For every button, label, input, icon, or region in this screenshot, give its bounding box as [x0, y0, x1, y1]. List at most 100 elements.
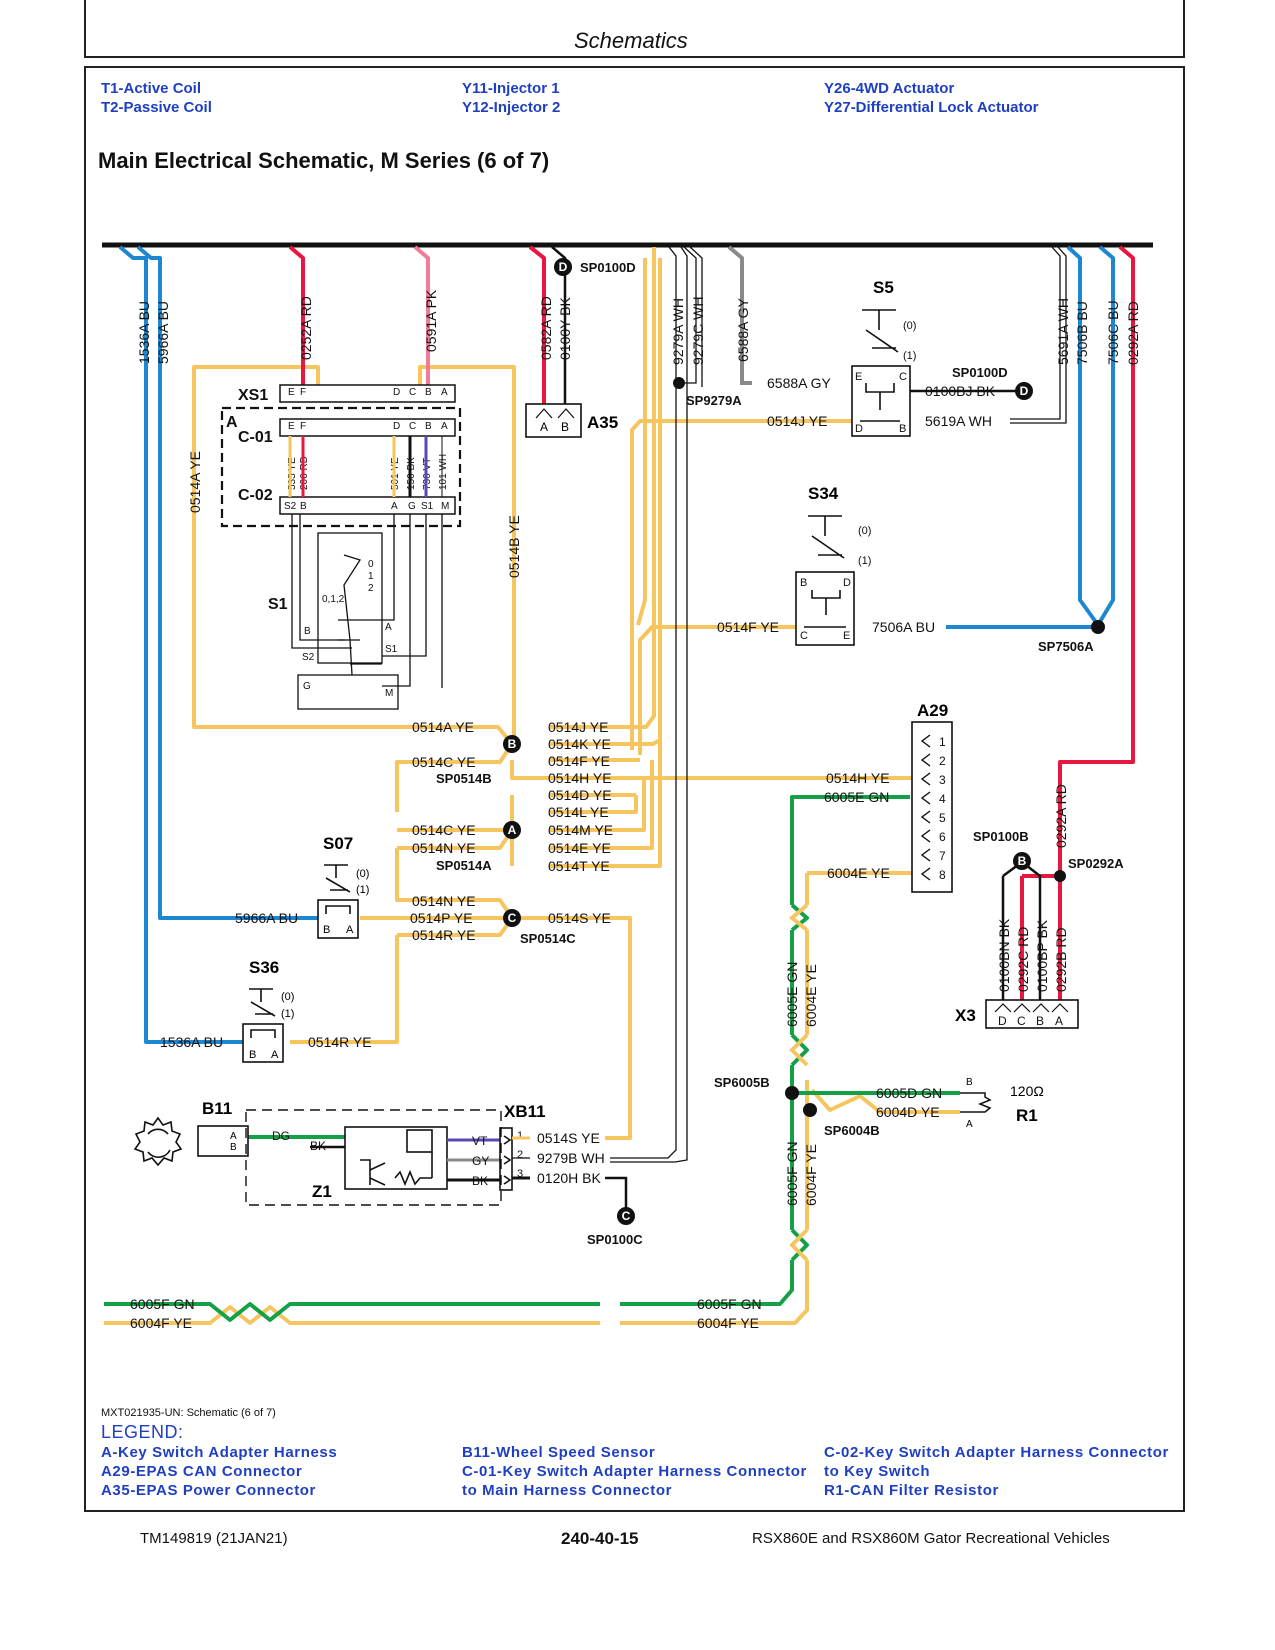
top-legend-col3: Y26-4WD Actuator Y27-Differential Lock A…: [824, 79, 1039, 117]
s1-term-g: G: [303, 681, 311, 692]
wire-6004d: 6004D YE: [876, 1104, 940, 1120]
r1-resistor: [960, 1092, 992, 1113]
a29-pin-4: 4: [939, 792, 946, 806]
x3-label: X3: [955, 1006, 976, 1025]
a29-pin-6: 6: [939, 830, 946, 844]
wire-6005f-left: 6005F GN: [130, 1296, 195, 1312]
s1-pos-2: 2: [368, 583, 374, 594]
legend-item-y11: Y11-Injector 1: [462, 80, 560, 97]
s36-switch: [242, 988, 284, 1063]
wire-0292a-v: 0292A RD: [1053, 784, 1069, 848]
xs1-pin-e: E: [288, 387, 295, 398]
wire-0514s-xb11: 0514S YE: [537, 1130, 600, 1146]
s5-switch: [851, 309, 911, 437]
xs1-label: XS1: [238, 387, 268, 404]
s5-pos-1: (1): [903, 350, 916, 362]
header-frame: [84, 0, 1185, 58]
wire-0514a-h: 0514A YE: [412, 719, 474, 735]
splice-sp0514c: SP0514C: [520, 931, 576, 946]
s5-pin-e: E: [855, 371, 862, 383]
wire-0514f: 0514F YE: [548, 753, 610, 769]
splice-sp6004b: SP6004B: [824, 1123, 880, 1138]
splice-sp6005b: SP6005B: [714, 1075, 770, 1090]
wire-0514s: 0514S YE: [548, 910, 611, 926]
legend-item-c02-cont: to Key Switch: [824, 1463, 931, 1480]
z1-wire-bk: BK: [310, 1139, 326, 1153]
s07-pin-b: B: [323, 924, 330, 936]
xs1-connector: [220, 384, 462, 528]
legend-item-t2: T2-Passive Coil: [101, 99, 212, 116]
a35-pin-b: B: [561, 420, 569, 434]
wire-5966a: 5966A BU: [155, 301, 171, 364]
c02-pin-s2: S2: [284, 501, 297, 512]
s1-term-b: B: [304, 626, 311, 637]
b11-sensor: [133, 1116, 249, 1167]
white-wires: [610, 246, 1067, 1163]
a29-pin-8: 8: [939, 868, 946, 882]
c01-label: C-01: [238, 429, 273, 446]
xb11-pin-2: 2: [517, 1149, 523, 1161]
badge-c: C: [508, 911, 517, 925]
red-wires: [288, 245, 1135, 1000]
wire-0514h-a29: 0514H YE: [826, 770, 890, 786]
wire-6005f-v: 6005F GN: [784, 1141, 800, 1206]
splice-dot-sp7506a: [1091, 620, 1105, 634]
black-wires: [310, 246, 1042, 1210]
s07-switch: [317, 864, 359, 939]
wire-0100bp: 0100BP BK: [1034, 919, 1050, 992]
s5-pin-c: C: [899, 371, 907, 383]
wire-0100bn: 0100BN BK: [996, 918, 1012, 992]
wire-0120h: 0120H BK: [537, 1170, 601, 1186]
c02-pin-s1: S1: [421, 501, 434, 512]
xb11-label: XB11: [504, 1102, 546, 1121]
splice-dot-sp0292a: [1054, 870, 1066, 882]
wire-0514n-2: 0514N YE: [412, 893, 476, 909]
legend-col3: C-02-Key Switch Adapter Harness Connecto…: [824, 1443, 1169, 1500]
wire-0514c-2: 0514C YE: [412, 822, 476, 838]
s07-pin-a: A: [346, 924, 354, 936]
c02-pin-a: A: [391, 501, 398, 512]
splice-sp0514a: SP0514A: [436, 858, 492, 873]
z1-module: [245, 1109, 502, 1206]
wire-0514n-1: 0514N YE: [412, 840, 476, 856]
wire-0514c-1: 0514C YE: [412, 754, 476, 770]
x3-pin-a: A: [1055, 1014, 1063, 1028]
wire-6588a: 6588A GY: [735, 298, 751, 362]
s1-pos-0: 0: [368, 559, 374, 570]
top-legend-col1: T1-Active Coil T2-Passive Coil: [101, 79, 212, 117]
xb11-pin-1: 1: [517, 1130, 523, 1142]
wire-0582a: 0582A RD: [538, 296, 554, 360]
footer-page-number: 240-40-15: [561, 1529, 639, 1548]
s07-pos-1: (1): [356, 884, 369, 896]
c02-label: C-02: [238, 487, 273, 504]
wire-7506b: 7506B BU: [1074, 301, 1090, 365]
c01-pin-d: D: [393, 421, 400, 432]
wire-0514m: 0514M YE: [548, 822, 613, 838]
wire-0514l: 0514L YE: [548, 804, 609, 820]
wire-9279b: 9279B WH: [537, 1150, 605, 1166]
wire-0252a: 0252A RD: [298, 296, 314, 360]
b11-label: B11: [202, 1099, 232, 1118]
legend-item-a29: A29-EPAS CAN Connector: [101, 1463, 303, 1480]
legend-item-c02: C-02-Key Switch Adapter Harness Connecto…: [824, 1444, 1169, 1461]
s34-pin-c: C: [800, 630, 808, 642]
c01-pin-f: F: [300, 421, 306, 432]
xb11-connector: [499, 1127, 513, 1191]
wire-0514b-v: 0514B YE: [506, 515, 522, 578]
wire-5966a-h: 5966A BU: [235, 910, 298, 926]
legend-item-y26: Y26-4WD Actuator: [824, 80, 955, 97]
wire-7506a: 7506A BU: [872, 619, 935, 635]
z1-label: Z1: [312, 1182, 332, 1201]
z1-wire-dg: DG: [272, 1129, 290, 1143]
a35-connector: [525, 403, 582, 438]
x3-pin-c: C: [1017, 1014, 1026, 1028]
wire-1536a-h: 1536A BU: [160, 1034, 223, 1050]
r1-pin-b: B: [966, 1077, 973, 1088]
wire-7506c: 7506C BU: [1105, 300, 1121, 365]
badge-b-x3: B: [1018, 854, 1027, 868]
legend-item-y27: Y27-Differential Lock Actuator: [824, 99, 1039, 116]
wire-0292a: 0292A RD: [1125, 301, 1141, 365]
s36-pos-1: (1): [281, 1008, 294, 1020]
wire-0514d: 0514D YE: [548, 787, 612, 803]
